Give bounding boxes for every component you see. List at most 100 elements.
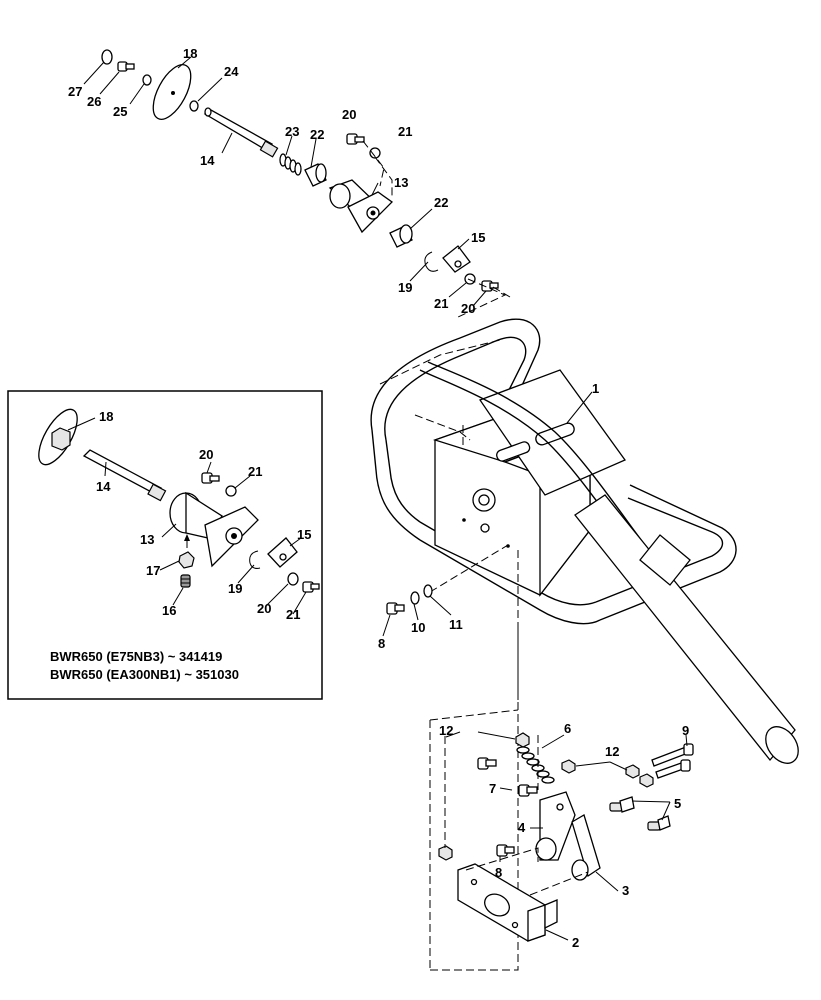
part-9-bolt-b — [655, 759, 691, 779]
part-12-nut-c — [625, 764, 640, 779]
part-20-bolt-bottom — [481, 280, 499, 292]
part-12-nut-d — [639, 773, 654, 788]
inset-part-21-nut — [225, 485, 237, 497]
label-26: 26 — [87, 94, 101, 109]
inset-label-21b: 21 — [286, 607, 300, 622]
label-10: 10 — [411, 620, 425, 635]
part-24-washer — [189, 100, 199, 112]
label-15: 15 — [471, 230, 485, 245]
inset-part-13-housing — [169, 491, 259, 568]
part-1-engine-box — [432, 369, 626, 597]
part-number-labels: 27 26 25 18 24 14 23 22 20 21 13 22 15 1… — [68, 46, 689, 950]
part-20-bolt-top — [346, 133, 365, 145]
part-8-bolt-main — [386, 602, 405, 615]
part-5-fitting-b — [647, 815, 671, 831]
label-22b: 22 — [434, 195, 448, 210]
main-frame-assembly — [370, 318, 799, 971]
label-20a: 20 — [342, 107, 356, 122]
label-24: 24 — [224, 64, 239, 79]
part-22-bushing-lower — [389, 224, 413, 248]
part-7-bolt-upper — [477, 757, 497, 770]
main-dashed-guides — [379, 339, 519, 971]
label-21a: 21 — [398, 124, 412, 139]
part-12-nut-a — [515, 732, 530, 748]
part-9-bolt-a — [651, 743, 694, 767]
part-6-spring — [516, 746, 555, 784]
label-5: 5 — [674, 796, 681, 811]
part-11-washer — [423, 584, 433, 598]
label-25: 25 — [113, 104, 127, 119]
part-22-bushing-top — [304, 163, 327, 187]
label-1: 1 — [592, 381, 599, 396]
part-3-lever — [571, 814, 601, 881]
inset-part-15-bracket — [267, 537, 298, 568]
label-27: 27 — [68, 84, 82, 99]
handle-bar — [574, 494, 799, 764]
inset-label-20: 20 — [199, 447, 213, 462]
main-leaders — [382, 391, 593, 637]
inset-label-16: 16 — [162, 603, 176, 618]
part-4-bracket — [535, 791, 576, 861]
label-7: 7 — [489, 781, 496, 796]
label-8a: 8 — [378, 636, 385, 651]
label-19: 19 — [398, 280, 412, 295]
part-14-shaft — [203, 107, 279, 158]
label-23: 23 — [285, 124, 299, 139]
inset-part-17-nut — [178, 551, 195, 569]
part-2-plate — [457, 863, 558, 942]
inset-leaders — [67, 417, 307, 615]
inset-note-line2: BWR650 (EA300NB1) ~ 351030 — [50, 667, 239, 682]
label-11: 11 — [449, 617, 463, 632]
label-4: 4 — [518, 820, 526, 835]
top-assembly — [83, 49, 511, 319]
bottom-dashed-guides — [444, 735, 589, 896]
inset-part-19-clip — [249, 550, 261, 569]
inset-part-16-setscrew — [180, 574, 191, 588]
part-7-bolt-lower — [518, 784, 538, 797]
part-8-bolt-lower — [496, 844, 515, 857]
inset-part-20-nut — [287, 572, 299, 586]
label-2: 2 — [572, 935, 579, 950]
label-20b: 20 — [461, 301, 475, 316]
part-12-nut-b — [561, 759, 576, 774]
inset-part-21-bolt — [302, 581, 320, 593]
inset-note-line1: BWR650 (E75NB3) ~ 341419 — [50, 649, 222, 664]
part-13-housing — [328, 179, 394, 234]
part-25-washer — [142, 74, 152, 86]
label-14: 14 — [200, 153, 215, 168]
part-27-ring — [101, 49, 113, 65]
part-12-nut-e — [438, 845, 453, 861]
part-5-fitting-a — [609, 796, 635, 813]
part-19-clip — [424, 251, 439, 272]
inset-label-21a: 21 — [248, 464, 262, 479]
inset-label-14: 14 — [96, 479, 111, 494]
part-26-bolt — [117, 61, 135, 72]
inset-label-20b: 20 — [257, 601, 271, 616]
variant-inset: BWR650 (E75NB3) ~ 341419 BWR650 (EA300NB… — [7, 390, 323, 700]
part-23-spring — [279, 153, 302, 176]
bottom-assembly — [438, 731, 694, 942]
part-21-nut-top — [369, 147, 381, 159]
inset-label-15: 15 — [297, 527, 311, 542]
label-9: 9 — [682, 723, 689, 738]
label-21b: 21 — [434, 296, 448, 311]
inset-part-18-nut — [51, 427, 71, 451]
inset-part-20-bolt — [201, 472, 220, 484]
inset-label-18: 18 — [99, 409, 113, 424]
label-8b: 8 — [495, 865, 502, 880]
label-18: 18 — [183, 46, 197, 61]
top-dashed-guides — [362, 140, 511, 319]
label-3: 3 — [622, 883, 629, 898]
inset-part-14-shaft — [82, 449, 167, 502]
label-12a: 12 — [439, 723, 453, 738]
part-21-nut-bottom — [464, 273, 476, 285]
top-leaders — [83, 56, 487, 307]
label-6: 6 — [564, 721, 571, 736]
inset-label-13: 13 — [140, 532, 154, 547]
label-13: 13 — [394, 175, 408, 190]
bottom-leaders — [445, 731, 688, 941]
label-22a: 22 — [310, 127, 324, 142]
part-10-washer — [410, 591, 420, 605]
inset-label-17: 17 — [146, 563, 160, 578]
